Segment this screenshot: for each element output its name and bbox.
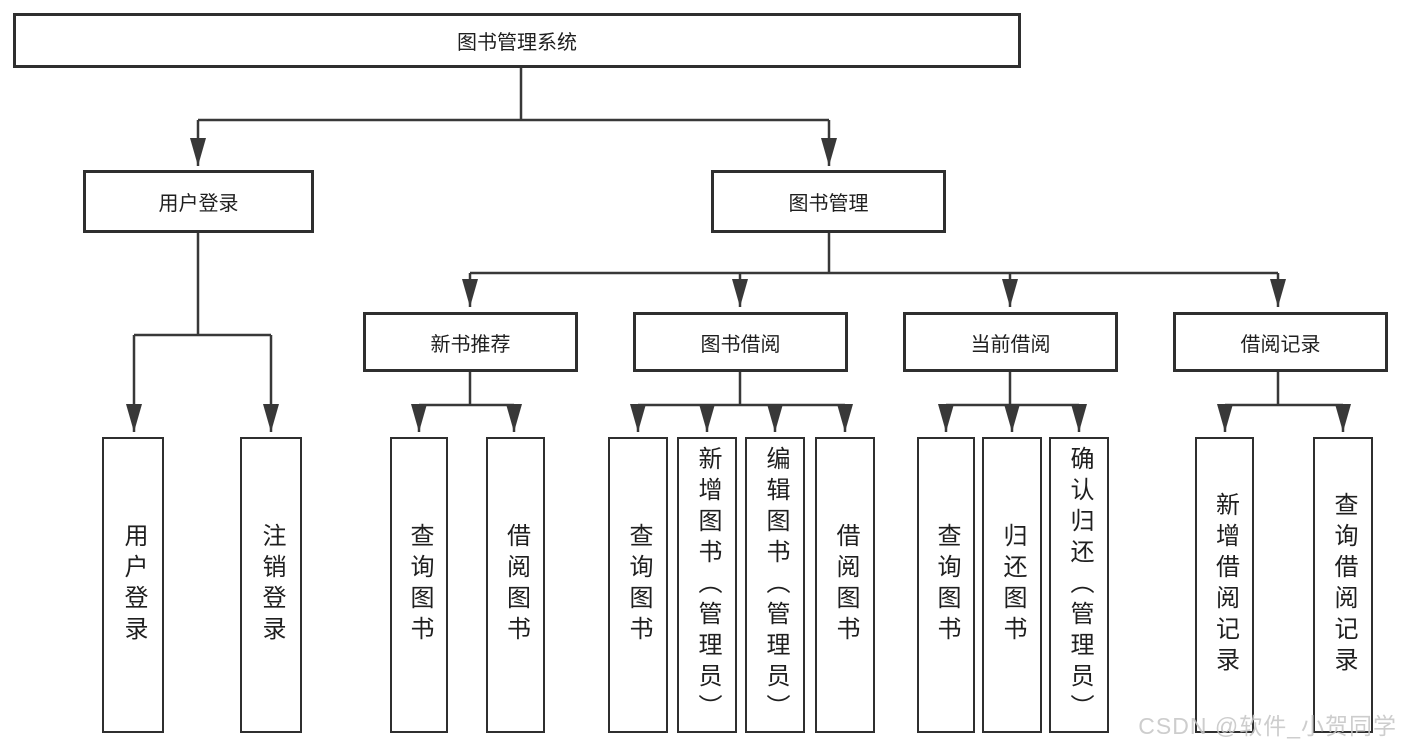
node-current-borrow: 当前借阅 — [903, 312, 1118, 372]
node-book-borrow: 图书借阅 — [633, 312, 848, 372]
leaf-confirm-return-admin-label: 确认归还（管理员） — [1066, 445, 1093, 725]
connector-book-management-to-level3 — [470, 233, 1278, 275]
node-user-login: 用户登录 — [83, 170, 314, 233]
leaf-edit-books-admin: 编辑图书（管理员） — [745, 437, 805, 733]
node-borrow-records-label: 借阅记录 — [1240, 333, 1321, 356]
leaf-borrow-books-label: 借阅图书 — [832, 523, 859, 647]
node-book-borrow-label: 图书借阅 — [700, 333, 781, 356]
leaf-user-login-label: 用户登录 — [120, 523, 147, 647]
leaf-confirm-return-admin: 确认归还（管理员） — [1049, 437, 1109, 733]
node-root: 图书管理系统 — [13, 13, 1021, 68]
leaf-add-books-admin-label: 新增图书（管理员） — [694, 445, 721, 725]
leaf-logout-login-label: 注销登录 — [258, 523, 285, 647]
leaf-add-borrow-record-label: 新增借阅记录 — [1211, 492, 1239, 678]
node-user-login-label: 用户登录 — [158, 193, 239, 215]
leaf-query-books-recommend: 查询图书 — [390, 437, 448, 733]
connector-root-to-level2 — [198, 67, 829, 122]
node-book-management-label: 图书管理 — [788, 193, 869, 215]
connector-user-login-to-leaves — [134, 233, 271, 337]
leaf-edit-books-admin-label: 编辑图书（管理员） — [762, 445, 789, 725]
node-new-book-recommend: 新书推荐 — [363, 312, 578, 372]
leaf-borrow-books: 借阅图书 — [815, 437, 875, 733]
leaf-borrow-books-recommend-label: 借阅图书 — [502, 523, 530, 647]
leaf-query-books-current-label: 查询图书 — [933, 523, 960, 647]
connector-borrow-records-to-leaves — [1225, 372, 1343, 407]
leaf-query-borrow-record-label: 查询借阅记录 — [1330, 492, 1357, 678]
node-root-label: 图书管理系统 — [457, 32, 577, 54]
leaf-logout-login: 注销登录 — [240, 437, 302, 733]
node-book-management: 图书管理 — [711, 170, 946, 233]
leaf-query-borrow-record: 查询借阅记录 — [1313, 437, 1373, 733]
leaf-add-books-admin: 新增图书（管理员） — [677, 437, 737, 733]
connector-book-borrow-to-leaves — [638, 372, 845, 407]
connector-new-book-recommend-to-leaves — [419, 372, 514, 407]
connector-current-borrow-to-leaves — [946, 372, 1079, 407]
leaf-return-books-label: 归还图书 — [999, 523, 1026, 647]
leaf-user-login: 用户登录 — [102, 437, 164, 733]
leaf-borrow-books-recommend: 借阅图书 — [486, 437, 545, 733]
node-borrow-records: 借阅记录 — [1173, 312, 1388, 372]
leaf-query-books-recommend-label: 查询图书 — [406, 523, 433, 647]
leaf-add-borrow-record: 新增借阅记录 — [1195, 437, 1254, 733]
node-current-borrow-label: 当前借阅 — [970, 333, 1051, 356]
node-new-book-recommend-label: 新书推荐 — [430, 333, 511, 356]
leaf-query-books-borrow: 查询图书 — [608, 437, 668, 733]
leaf-query-books-borrow-label: 查询图书 — [625, 523, 652, 647]
leaf-query-books-current: 查询图书 — [917, 437, 975, 733]
leaf-return-books: 归还图书 — [982, 437, 1042, 733]
